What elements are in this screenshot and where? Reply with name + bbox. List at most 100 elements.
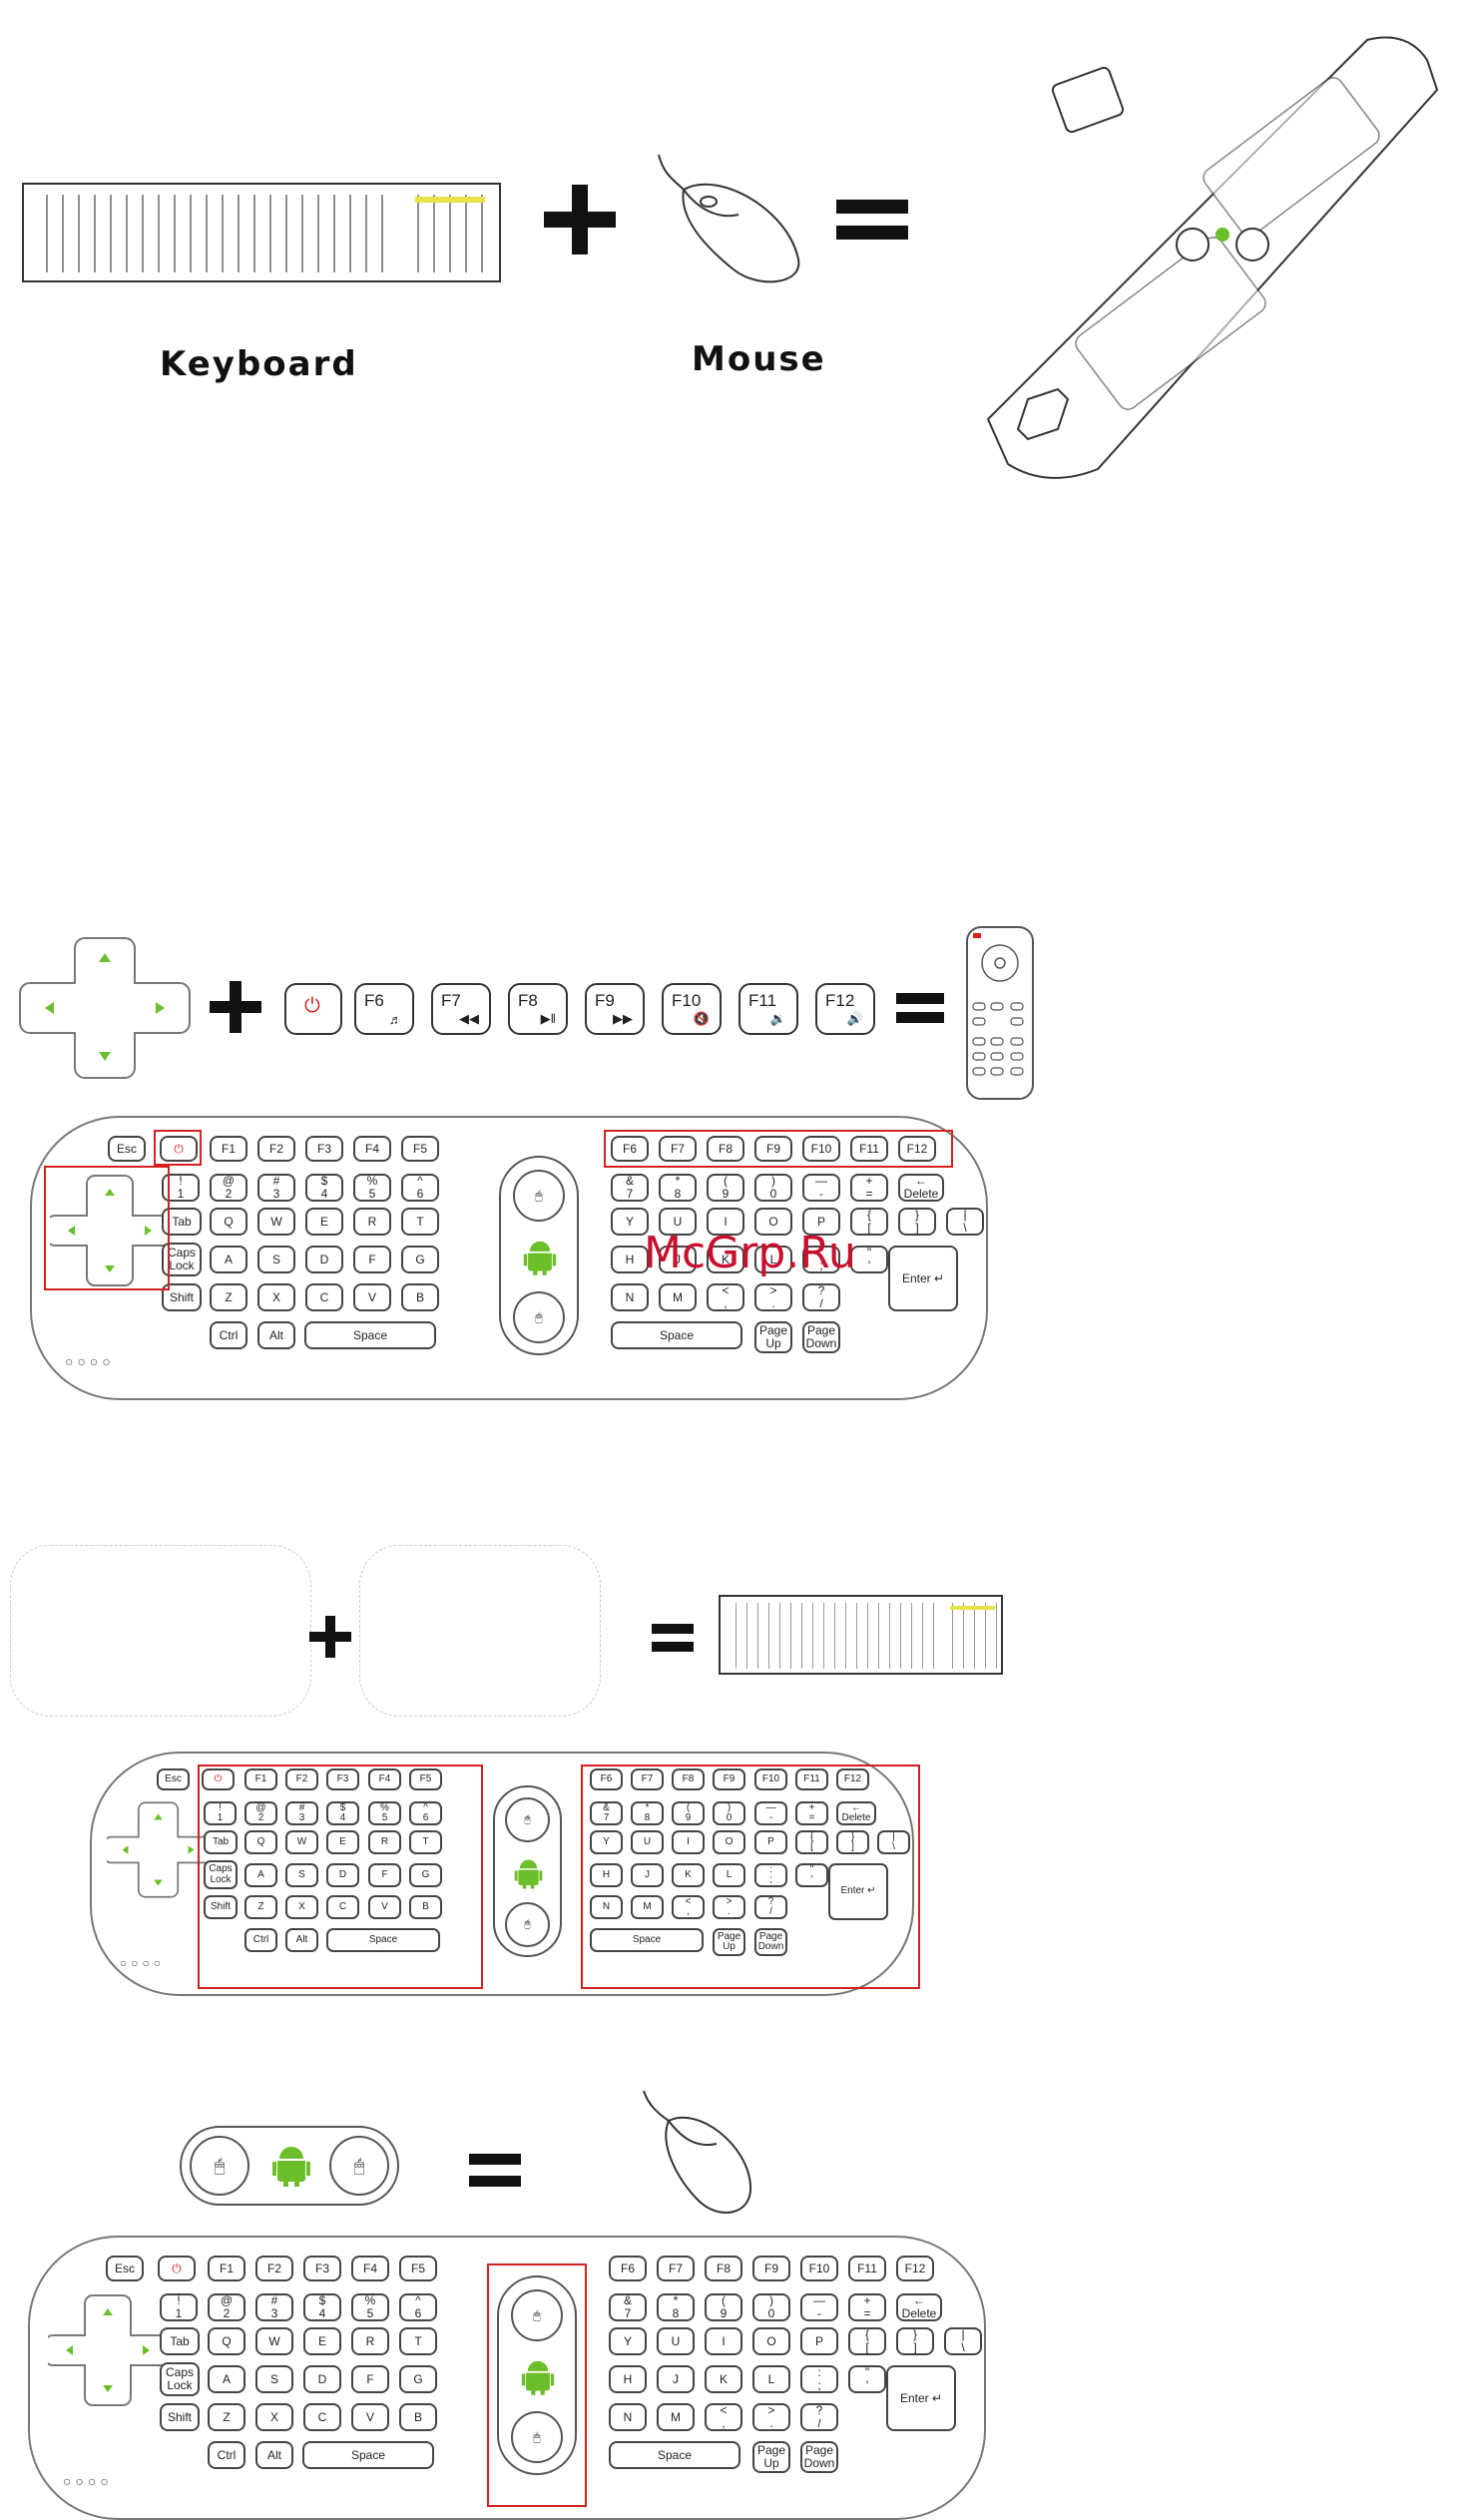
right-click-icon[interactable]: 🖱 — [329, 2136, 389, 2196]
key-j[interactable]: J — [631, 1863, 664, 1887]
ctrl-key[interactable]: Ctrl — [245, 1928, 277, 1952]
bracket-key[interactable]: {[ — [795, 1830, 828, 1854]
fkey-f7[interactable]: F7 — [631, 1768, 664, 1790]
num-key-6[interactable]: ^6 — [399, 2293, 437, 2321]
tab-key[interactable]: Tab — [160, 2327, 200, 2355]
key-s[interactable]: S — [285, 1863, 318, 1887]
key-w[interactable]: W — [255, 2327, 293, 2355]
page-up-key[interactable]: Page Up — [752, 2441, 790, 2473]
num-key-5[interactable]: %5 — [351, 2293, 389, 2321]
key-t[interactable]: T — [409, 1830, 442, 1854]
enter-key[interactable]: Enter ↵ — [888, 1246, 958, 1311]
fkey-f9[interactable]: F9 — [752, 2256, 790, 2281]
punct-key[interactable]: >. — [713, 1895, 745, 1919]
key-a[interactable]: A — [210, 1246, 247, 1273]
key-s[interactable]: S — [255, 2365, 293, 2393]
key-m[interactable]: M — [657, 2403, 695, 2431]
key-n[interactable]: N — [609, 2403, 647, 2431]
key-k[interactable]: K — [705, 2365, 742, 2393]
bracket-key[interactable]: }] — [898, 1208, 936, 1236]
key-q[interactable]: Q — [208, 2327, 246, 2355]
fkey-f3[interactable]: F3 — [305, 1136, 343, 1162]
alt-key[interactable]: Alt — [285, 1928, 318, 1952]
fkey-f4[interactable]: F4 — [353, 1136, 391, 1162]
fkey-f6[interactable]: F6♬ — [354, 983, 414, 1035]
key-w[interactable]: W — [257, 1208, 295, 1236]
power-key[interactable]: ⏻ — [160, 1136, 198, 1162]
fkey-f9[interactable]: F9▶▶ — [585, 983, 645, 1035]
key-k[interactable]: K — [672, 1863, 705, 1887]
fkey-f10[interactable]: F10 — [754, 1768, 787, 1790]
enter-key[interactable]: Enter ↵ — [828, 1863, 888, 1920]
key-i[interactable]: I — [707, 1208, 744, 1236]
esc-key[interactable]: Esc — [106, 2256, 144, 2281]
key-o[interactable]: O — [713, 1830, 745, 1854]
num-key-5[interactable]: %5 — [368, 1801, 401, 1825]
key-x[interactable]: X — [255, 2403, 293, 2431]
key-c[interactable]: C — [305, 1283, 343, 1311]
fkey-f7[interactable]: F7 — [659, 1136, 697, 1162]
shift-key[interactable]: Shift — [204, 1895, 238, 1919]
key-z[interactable]: Z — [210, 1283, 247, 1311]
num-key-4[interactable]: $4 — [303, 2293, 341, 2321]
key-o[interactable]: O — [754, 1208, 792, 1236]
fkey-f2[interactable]: F2 — [257, 1136, 295, 1162]
num-key-5[interactable]: %5 — [353, 1174, 391, 1202]
semicolon-key[interactable]: :; — [802, 1246, 840, 1273]
fkey-f8[interactable]: F8 — [705, 2256, 742, 2281]
bracket-key[interactable]: {[ — [848, 2327, 886, 2355]
delete-key[interactable]: ← Delete — [898, 1174, 944, 1202]
num-key-8[interactable]: *8 — [657, 2293, 695, 2321]
key-h[interactable]: H — [611, 1246, 649, 1273]
key-w[interactable]: W — [285, 1830, 318, 1854]
fkey-f2[interactable]: F2 — [285, 1768, 318, 1790]
key-b[interactable]: B — [409, 1895, 442, 1919]
num-key-=[interactable]: += — [795, 1801, 828, 1825]
key-a[interactable]: A — [245, 1863, 277, 1887]
num-key--[interactable]: —- — [802, 1174, 840, 1202]
num-key-7[interactable]: &7 — [611, 1174, 649, 1202]
key-c[interactable]: C — [326, 1895, 359, 1919]
num-key-3[interactable]: #3 — [255, 2293, 293, 2321]
key-d[interactable]: D — [305, 1246, 343, 1273]
num-key-7[interactable]: &7 — [590, 1801, 623, 1825]
page-up-key[interactable]: Page Up — [713, 1928, 745, 1956]
power-key[interactable]: ⏻ — [284, 983, 342, 1035]
right-click-icon[interactable]: 🖱 — [513, 1291, 565, 1343]
fkey-f8[interactable]: F8▶‖ — [508, 983, 568, 1035]
key-g[interactable]: G — [399, 2365, 437, 2393]
left-click-icon[interactable]: 🖱 — [190, 2136, 249, 2196]
fkey-f10[interactable]: F10🔇 — [662, 983, 722, 1035]
key-j[interactable]: J — [657, 2365, 695, 2393]
key-d[interactable]: D — [326, 1863, 359, 1887]
space-key-left[interactable]: Space — [326, 1928, 440, 1952]
caps-lock-key[interactable]: Caps Lock — [204, 1860, 238, 1889]
power-key[interactable]: ⏻ — [202, 1768, 235, 1790]
fkey-f1[interactable]: F1 — [208, 2256, 246, 2281]
space-key-left[interactable]: Space — [304, 1321, 436, 1349]
num-key-4[interactable]: $4 — [305, 1174, 343, 1202]
bracket-key[interactable]: |\ — [944, 2327, 982, 2355]
fkey-f2[interactable]: F2 — [255, 2256, 293, 2281]
key-j[interactable]: J — [659, 1246, 697, 1273]
tab-key[interactable]: Tab — [204, 1830, 238, 1854]
fkey-f5[interactable]: F5 — [401, 1136, 439, 1162]
key-p[interactable]: P — [802, 1208, 840, 1236]
key-k[interactable]: K — [707, 1246, 744, 1273]
punct-key[interactable]: ?/ — [754, 1895, 787, 1919]
fkey-f11[interactable]: F11🔉 — [738, 983, 798, 1035]
key-u[interactable]: U — [659, 1208, 697, 1236]
key-e[interactable]: E — [326, 1830, 359, 1854]
key-r[interactable]: R — [368, 1830, 401, 1854]
power-key[interactable]: ⏻ — [158, 2256, 196, 2281]
quote-key[interactable]: "' — [848, 2365, 886, 2393]
key-l[interactable]: L — [713, 1863, 745, 1887]
right-click-icon[interactable]: 🖱 — [505, 1902, 550, 1947]
key-p[interactable]: P — [754, 1830, 787, 1854]
num-key--[interactable]: —- — [754, 1801, 787, 1825]
num-key-8[interactable]: *8 — [631, 1801, 664, 1825]
caps-lock-key[interactable]: Caps Lock — [160, 2362, 200, 2396]
fkey-f9[interactable]: F9 — [754, 1136, 792, 1162]
num-key-1[interactable]: !1 — [160, 2293, 198, 2321]
key-f[interactable]: F — [353, 1246, 391, 1273]
